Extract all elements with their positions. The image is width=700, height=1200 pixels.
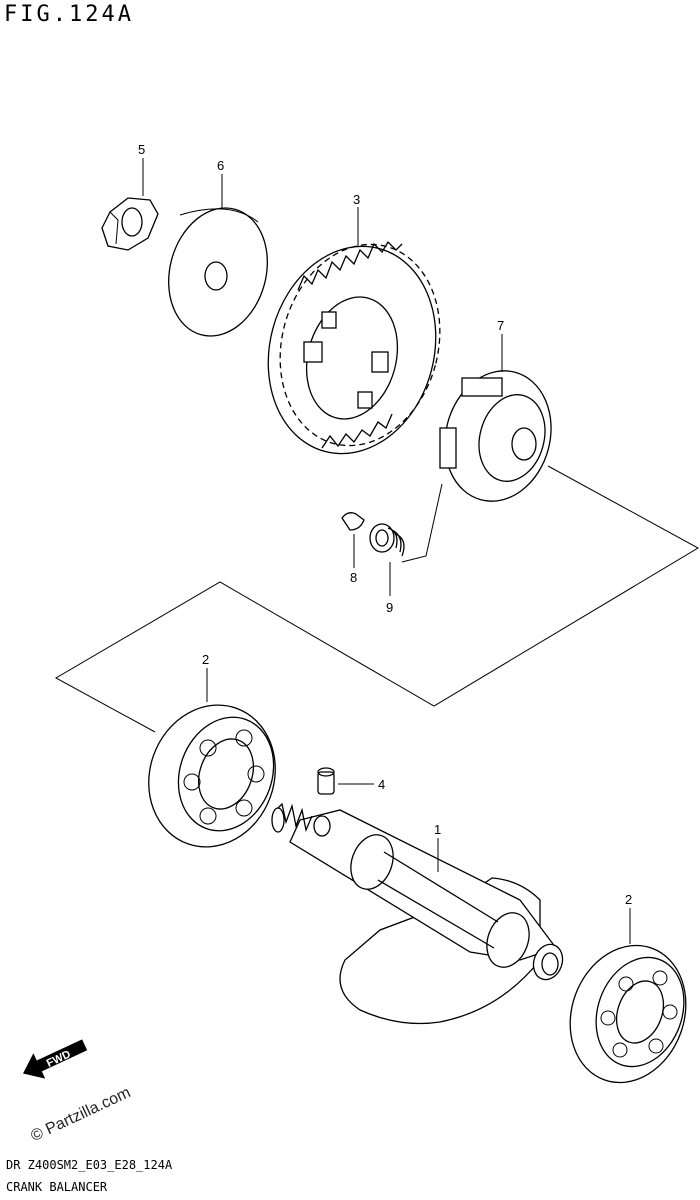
figure-code: DR Z400SM2_E03_E28_124A — [6, 1158, 173, 1172]
part-nut[interactable] — [101, 197, 159, 251]
callout-3: 3 — [353, 192, 360, 207]
part-pin[interactable] — [341, 512, 365, 531]
part-washer[interactable] — [155, 197, 281, 347]
part-damper-hub[interactable] — [431, 359, 566, 513]
callout-1: 1 — [434, 822, 441, 837]
part-bearing-upper[interactable] — [129, 687, 295, 865]
callout-2-lower: 2 — [625, 892, 632, 907]
part-gear[interactable] — [246, 226, 462, 472]
callout-2-upper: 2 — [202, 652, 209, 667]
callout-4: 4 — [378, 777, 385, 792]
callout-9: 9 — [386, 600, 393, 615]
figure-name: CRANK BALANCER — [6, 1180, 108, 1194]
figure-title: FIG.124A — [4, 2, 134, 27]
callout-6: 6 — [217, 158, 224, 173]
leader-lines — [142, 158, 631, 944]
callout-8: 8 — [350, 570, 357, 585]
part-spring[interactable] — [369, 523, 405, 557]
fwd-arrow-icon: FWD — [22, 1039, 88, 1079]
callouts: 5 6 3 7 8 9 2 4 1 2 — [138, 142, 632, 907]
part-bearing-lower[interactable] — [551, 929, 700, 1099]
part-balancer-shaft[interactable] — [271, 802, 567, 1025]
assembly-lines — [54, 465, 700, 733]
fwd-label: FWD — [45, 1048, 73, 1069]
part-key[interactable] — [317, 767, 335, 795]
callout-5: 5 — [138, 142, 145, 157]
callout-7: 7 — [497, 318, 504, 333]
